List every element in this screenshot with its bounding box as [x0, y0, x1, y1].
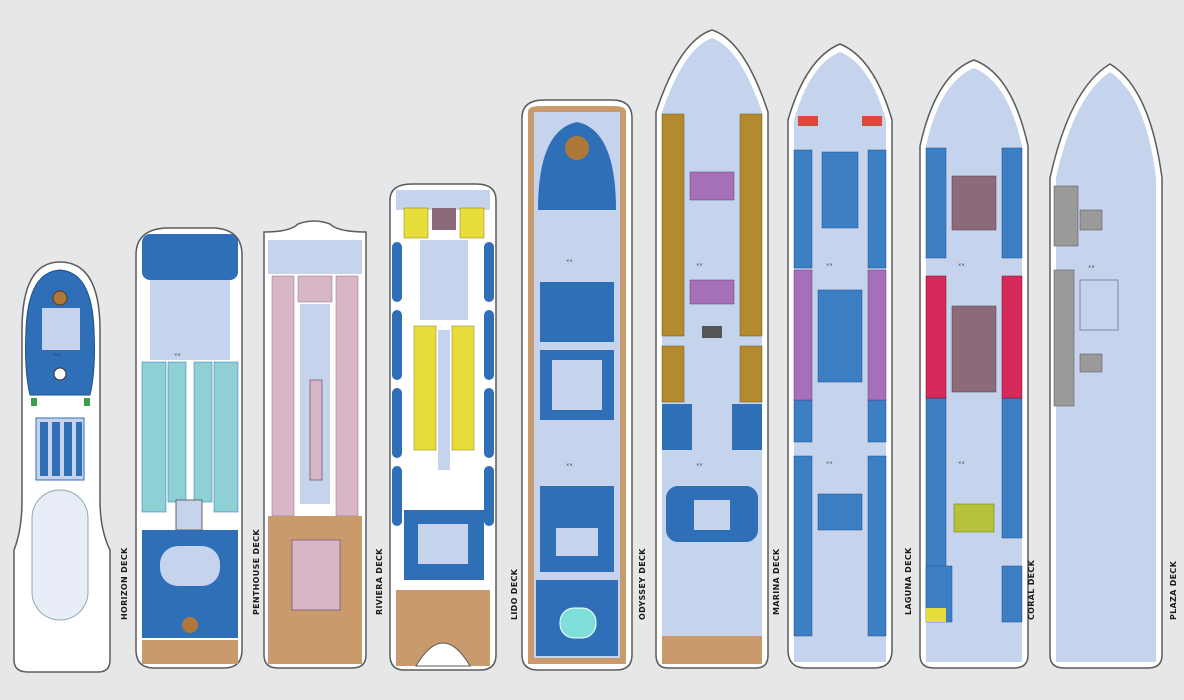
- deck-label-horizon: HORIZON DECK: [120, 547, 129, 620]
- blue-cabins: [793, 149, 887, 637]
- atrium-top: [150, 280, 230, 360]
- gray-cabins: [1053, 185, 1103, 407]
- lift-lobby: [702, 326, 722, 338]
- deck-riviera[interactable]: RIVIERA DECK: [375, 183, 497, 671]
- deck-label-plaza: PLAZA DECK: [1169, 560, 1178, 620]
- restaurant-forward: [540, 282, 614, 342]
- stairwell: [175, 499, 203, 531]
- elevator-icon: ✕✕: [826, 262, 833, 267]
- whirlpool-icon: [565, 136, 589, 160]
- elevator-icon: ✕✕: [958, 460, 965, 465]
- mauve-cabins: [951, 175, 997, 231]
- spa-area: [142, 234, 238, 280]
- elevator-icon: ✕✕: [174, 352, 181, 357]
- purple-cabins: [793, 269, 887, 401]
- pink-cabins: [271, 275, 359, 517]
- yellow-cabins: [926, 608, 946, 622]
- elevator-icon: ✕✕: [54, 352, 61, 357]
- aft-opening: [415, 642, 471, 667]
- forward-area: [396, 190, 490, 210]
- pool: [559, 607, 597, 639]
- blue-cabins: [925, 147, 1023, 623]
- stairs-icon: [84, 398, 90, 406]
- forward-area: [268, 240, 362, 274]
- aft-suites: [291, 539, 341, 611]
- elevator-icon: ✕✕: [1088, 264, 1095, 269]
- dome-icon: [52, 290, 68, 306]
- deck-label-lido: LIDO DECK: [510, 568, 519, 620]
- deck-odyssey[interactable]: ✕✕ ✕✕ ODYSSEY DECK: [638, 29, 769, 669]
- sun-deck: [31, 489, 89, 621]
- deck-label-penthouse: PENTHOUSE DECK: [252, 529, 261, 615]
- deck-pool[interactable]: [263, 220, 367, 669]
- center-corridor: [438, 330, 450, 470]
- lounge-bar: [418, 524, 468, 564]
- medical-center: [1079, 279, 1119, 331]
- inner-cabins: [817, 289, 863, 383]
- yellow-cabins: [403, 207, 485, 451]
- teak-deck: [268, 628, 362, 664]
- lounge-bar: [42, 308, 80, 350]
- sunbed-rows: [40, 422, 82, 476]
- stairs-icon: [31, 398, 37, 406]
- green-cabins: [953, 503, 995, 533]
- deck-horizon[interactable]: ✕✕ HORIZON DECK: [13, 261, 129, 673]
- deck-marina[interactable]: ✕✕ ✕✕ MARINA DECK: [772, 43, 893, 669]
- deck-label-odyssey: ODYSSEY DECK: [638, 548, 647, 620]
- bar-counter: [556, 528, 598, 556]
- deck-label-riviera: RIVIERA DECK: [375, 548, 384, 615]
- elevator-icon: ✕✕: [696, 262, 703, 267]
- deck-label-marina: MARINA DECK: [772, 548, 781, 615]
- inner-cabins: [951, 305, 997, 393]
- deck-lido[interactable]: ✕✕ ✕✕ LIDO DECK: [510, 99, 633, 671]
- elevator-icon: ✕✕: [958, 262, 965, 267]
- purple-cabins: [689, 171, 735, 305]
- teak-deck: [662, 636, 762, 664]
- forward-suite-right: [862, 116, 882, 126]
- bar-icon: [182, 617, 198, 633]
- deck-laguna[interactable]: ✕✕ ✕✕ LAGUNA DECK: [904, 59, 1029, 669]
- lifeboat-bays: [392, 242, 494, 526]
- penthouse-suites: [141, 361, 239, 513]
- buffet-station: [552, 360, 602, 410]
- corridor-top: [420, 240, 468, 320]
- restaurant-center: [694, 500, 730, 530]
- teak-deck: [142, 640, 238, 664]
- elevator-icon: ✕✕: [566, 258, 573, 263]
- red-cabins: [925, 275, 1023, 399]
- spa-fitness: [538, 122, 616, 210]
- pool: [160, 546, 220, 586]
- gold-cabins: [661, 113, 763, 403]
- forward-suite-left: [798, 116, 818, 126]
- deck-penthouse[interactable]: ✕✕ PENTHOUSE DECK: [135, 227, 261, 669]
- library-room: [432, 208, 456, 230]
- inner-cabins: [309, 379, 323, 481]
- deck-plaza[interactable]: ✕✕: [1049, 63, 1163, 669]
- deck-label-laguna: LAGUNA DECK: [904, 547, 913, 615]
- elevator-icon: ✕✕: [696, 462, 703, 467]
- elevator-icon: ✕✕: [566, 462, 573, 467]
- elevator-icon: ✕✕: [826, 460, 833, 465]
- helm-icon: [53, 367, 67, 381]
- lounges: [662, 404, 762, 450]
- deck-label-coral: CORAL DECK: [1027, 559, 1036, 620]
